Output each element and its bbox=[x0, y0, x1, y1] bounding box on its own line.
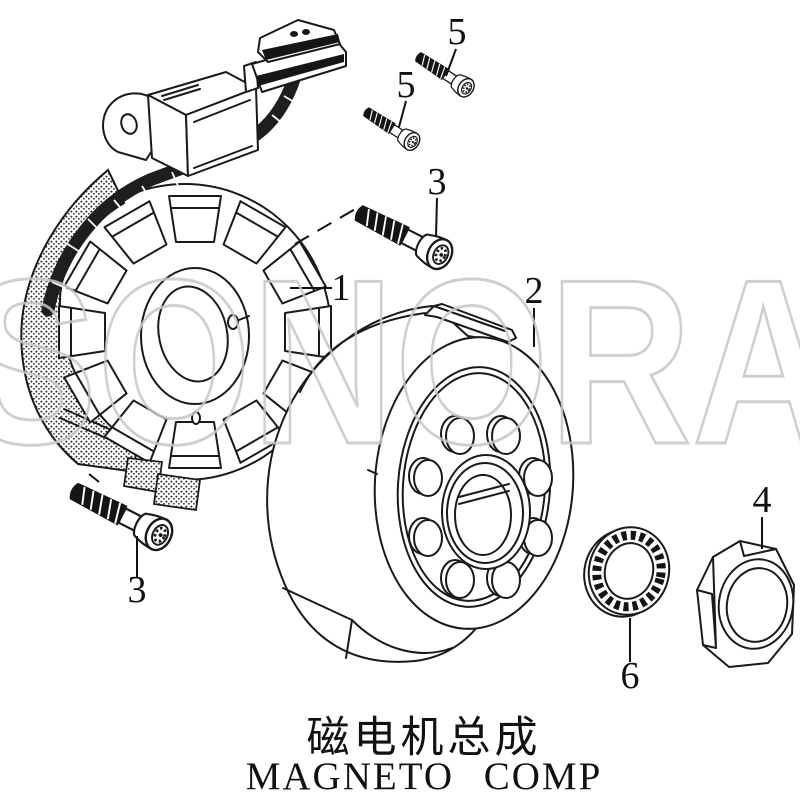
rotor-hub bbox=[441, 454, 531, 570]
leader-screw-top bbox=[445, 48, 457, 77]
diagram-title-zh: 磁电机总成 bbox=[307, 715, 542, 762]
hex-nut bbox=[696, 540, 795, 668]
callout-3-lower: 3 bbox=[128, 569, 147, 611]
ignition-coil-box bbox=[147, 71, 259, 177]
assembly-dash-lower bbox=[88, 473, 100, 483]
callout-3-upper: 3 bbox=[428, 161, 447, 203]
lock-washer bbox=[583, 526, 671, 618]
leader-lines bbox=[88, 48, 763, 662]
callout-6: 6 bbox=[621, 655, 640, 697]
callout-5-top: 5 bbox=[448, 11, 467, 53]
leader-screw-mid bbox=[398, 100, 407, 128]
diagram-title-en: MAGNETO COMP bbox=[246, 755, 603, 798]
callout-2: 2 bbox=[525, 270, 544, 312]
stator-center-opening bbox=[157, 285, 229, 383]
watermark-text: SONORA bbox=[0, 230, 800, 493]
callout-1: 1 bbox=[332, 267, 351, 309]
socket-screw-top bbox=[410, 46, 479, 101]
leader-bolt-upper bbox=[435, 197, 438, 238]
callout-4: 4 bbox=[753, 479, 772, 521]
socket-screw-mid bbox=[359, 102, 424, 155]
wire-connector bbox=[243, 19, 347, 93]
flywheel-rotor bbox=[266, 303, 575, 663]
assembly-axis-dashed bbox=[294, 207, 358, 245]
callout-5-mid: 5 bbox=[397, 64, 416, 106]
